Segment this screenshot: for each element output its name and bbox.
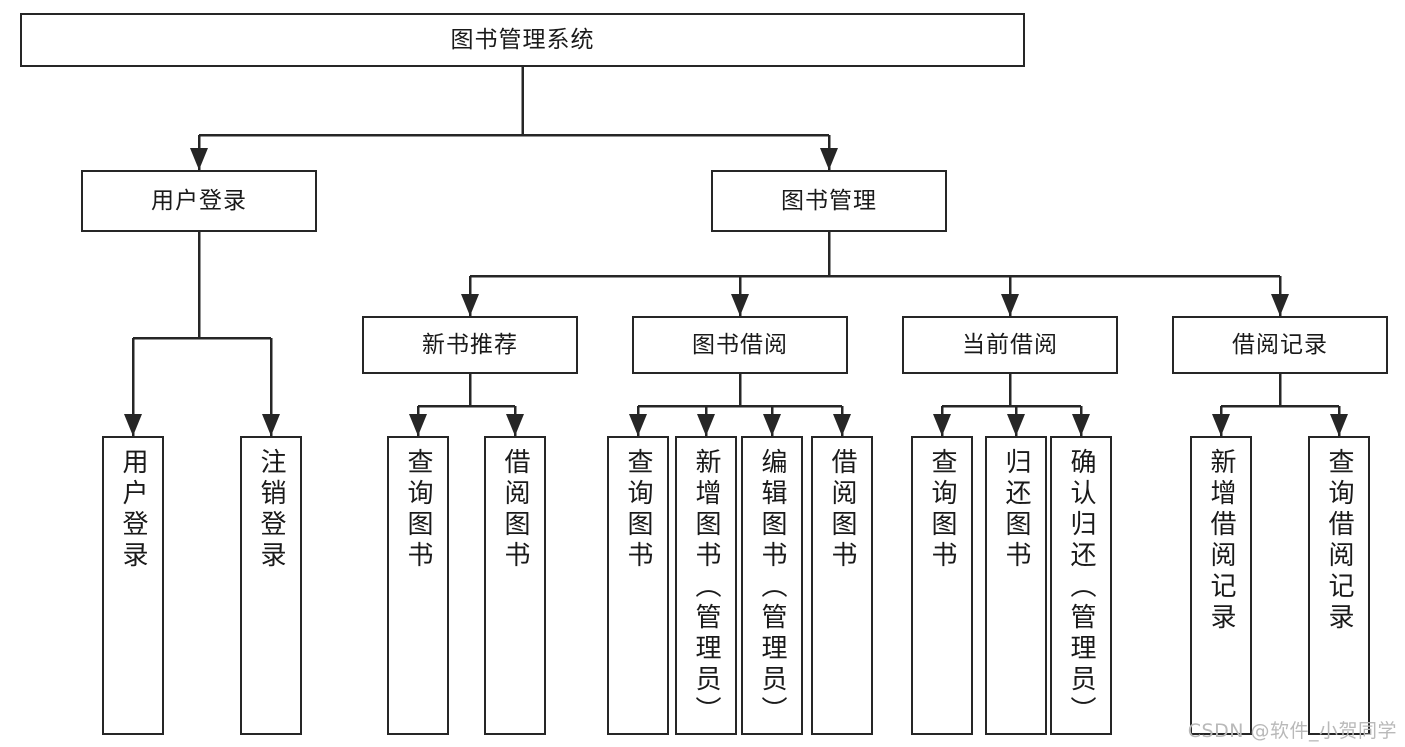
node-label: 当前借阅 [962, 331, 1058, 358]
arrowhead-icon [506, 414, 524, 436]
node-leaf-add-record[interactable]: 新增借阅记录 [1190, 436, 1252, 735]
node-label: 用户登录 [118, 448, 148, 572]
arrowhead-icon [1271, 294, 1289, 316]
node-label: 查询图书 [403, 448, 433, 572]
arrowhead-icon [629, 414, 647, 436]
node-leaf-borrow-book-new[interactable]: 借阅图书 [484, 436, 546, 735]
arrowhead-icon [763, 414, 781, 436]
node-leaf-borrow-book[interactable]: 借阅图书 [811, 436, 873, 735]
arrowhead-icon [1330, 414, 1348, 436]
node-leaf-edit-book[interactable]: 编辑图书（管理员） [741, 436, 803, 735]
node-label: 借阅记录 [1232, 331, 1328, 358]
node-leaf-logout[interactable]: 注销登录 [240, 436, 302, 735]
node-label: 新书推荐 [422, 331, 518, 358]
node-leaf-query-book-new[interactable]: 查询图书 [387, 436, 449, 735]
node-borrow[interactable]: 图书借阅 [632, 316, 848, 374]
node-label: 用户登录 [151, 187, 247, 214]
node-leaf-query-book-current[interactable]: 查询图书 [911, 436, 973, 735]
node-label: 图书管理系统 [450, 26, 595, 53]
arrowhead-icon [833, 414, 851, 436]
arrowhead-icon [820, 148, 838, 170]
arrowhead-icon [190, 148, 208, 170]
node-newbook[interactable]: 新书推荐 [362, 316, 578, 374]
arrowhead-icon [262, 414, 280, 436]
node-label: 新增借阅记录 [1206, 448, 1236, 634]
node-label: 确认归还（管理员） [1066, 448, 1096, 727]
node-label: 图书借阅 [692, 331, 788, 358]
node-records[interactable]: 借阅记录 [1172, 316, 1388, 374]
node-login[interactable]: 用户登录 [81, 170, 317, 232]
arrowhead-icon [1212, 414, 1230, 436]
arrowhead-icon [1001, 294, 1019, 316]
arrowhead-icon [461, 294, 479, 316]
node-label: 注销登录 [256, 448, 286, 572]
node-leaf-query-record[interactable]: 查询借阅记录 [1308, 436, 1370, 735]
node-root[interactable]: 图书管理系统 [20, 13, 1025, 67]
arrowhead-icon [731, 294, 749, 316]
node-label: 查询图书 [927, 448, 957, 572]
arrowhead-icon [1007, 414, 1025, 436]
node-leaf-add-book[interactable]: 新增图书（管理员） [675, 436, 737, 735]
node-leaf-user-login[interactable]: 用户登录 [102, 436, 164, 735]
node-label: 借阅图书 [500, 448, 530, 572]
arrowhead-icon [409, 414, 427, 436]
node-leaf-confirm-return[interactable]: 确认归还（管理员） [1050, 436, 1112, 735]
arrowhead-icon [697, 414, 715, 436]
node-label: 编辑图书（管理员） [757, 448, 787, 727]
node-label: 借阅图书 [827, 448, 857, 572]
node-leaf-return-book[interactable]: 归还图书 [985, 436, 1047, 735]
node-current[interactable]: 当前借阅 [902, 316, 1118, 374]
node-label: 查询借阅记录 [1324, 448, 1354, 634]
node-label: 查询图书 [623, 448, 653, 572]
node-label: 图书管理 [781, 187, 877, 214]
node-bookmgmt[interactable]: 图书管理 [711, 170, 947, 232]
arrowhead-icon [124, 414, 142, 436]
watermark: CSDN @软件_小贺同学 [1187, 720, 1397, 742]
node-label: 新增图书（管理员） [691, 448, 721, 727]
arrowhead-icon [933, 414, 951, 436]
node-label: 归还图书 [1001, 448, 1031, 572]
arrowhead-icon [1072, 414, 1090, 436]
node-leaf-query-book-borrow[interactable]: 查询图书 [607, 436, 669, 735]
